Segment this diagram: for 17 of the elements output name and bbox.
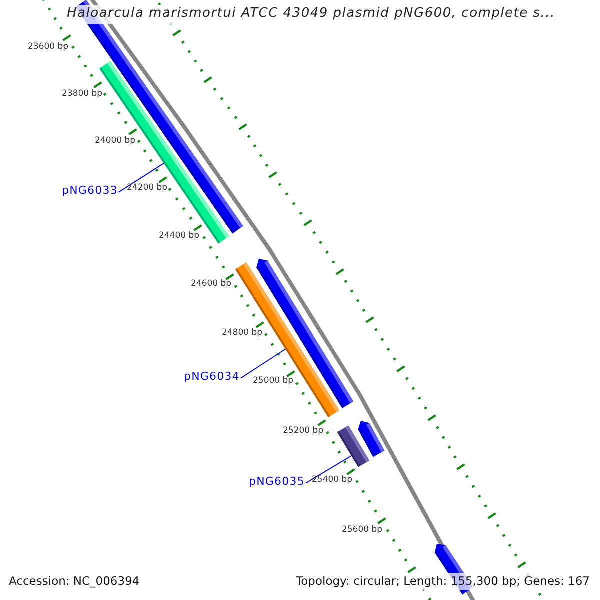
leader-line — [305, 455, 352, 484]
gene-label: pNG6034 — [184, 371, 240, 384]
position-label: 24800 bp — [222, 328, 263, 338]
gene-label: pNG6033 — [62, 185, 118, 198]
position-label: 23600 bp — [28, 42, 69, 52]
position-label: 25000 bp — [253, 376, 294, 386]
position-label: 25400 bp — [312, 476, 353, 486]
gene-label: pNG6035 — [249, 476, 305, 489]
position-label: 25200 bp — [283, 426, 324, 436]
gene-block — [337, 426, 370, 468]
position-label: 24400 bp — [159, 232, 200, 242]
leader-line — [240, 348, 286, 379]
position-label: 25600 bp — [342, 526, 383, 536]
position-label: 24600 bp — [191, 280, 232, 290]
position-label: 24200 bp — [127, 184, 168, 194]
position-label: 24000 bp — [95, 136, 136, 146]
position-label: 23800 bp — [62, 90, 103, 100]
